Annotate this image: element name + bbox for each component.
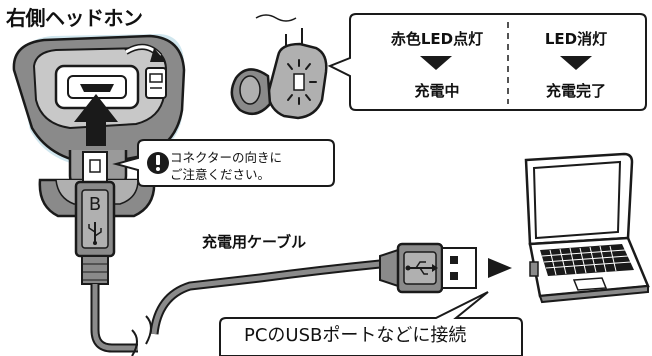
headphone-body — [12, 34, 186, 218]
led-red-label: 赤色LED点灯 — [390, 30, 484, 48]
usb-a-plug — [379, 242, 477, 294]
led-off-label: LED消灯 — [544, 30, 608, 48]
usb-cable — [90, 259, 381, 356]
insert-arrow — [74, 94, 118, 146]
connector-letter: B — [88, 194, 102, 215]
laptop — [524, 152, 650, 304]
pc-connect-label: PCのUSBポートなどに接続 — [244, 325, 467, 346]
earbud-led-illustration — [230, 14, 328, 120]
headphone-title: 右側ヘッドホン — [6, 6, 143, 30]
led-status-box — [327, 13, 647, 111]
micro-usb-connector — [74, 151, 116, 285]
cable-label: 充電用ケーブル — [202, 233, 307, 251]
warning-text: コネクターの向きに ご注意ください。 — [170, 149, 282, 183]
connect-arrow — [488, 258, 512, 278]
charging-status: 充電中 — [414, 82, 460, 100]
warning-line-2: ご注意ください。 — [170, 167, 271, 182]
pc-callout — [219, 291, 523, 356]
charged-status: 充電完了 — [545, 82, 606, 100]
warning-callout — [112, 139, 335, 187]
warning-line-1: コネクターの向きに — [170, 150, 283, 165]
